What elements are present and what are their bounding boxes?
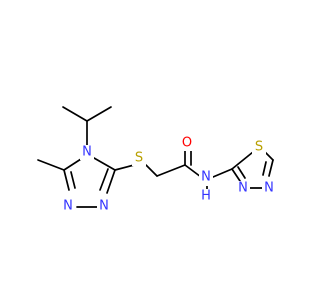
bond-c3-n4 <box>93 157 116 171</box>
bond-c5-n1-double <box>70 171 76 189</box>
molecule-structure-diagram: N N N S O N H S N N <box>37 106 276 214</box>
bond-c5t-n6-double <box>262 161 267 176</box>
bond-c3-s1 <box>114 164 135 171</box>
atom-s2: S <box>255 140 263 155</box>
atom-label-layer: N N N S O N H S N N <box>60 136 276 214</box>
bond-c-n5 <box>184 164 202 178</box>
atom-n5: N <box>201 170 211 185</box>
atom-n1: N <box>63 199 73 214</box>
bond-ipr-ch3-right <box>86 106 112 122</box>
bond-n7-c2-double <box>237 166 246 179</box>
bond-n4-c5 <box>63 158 82 171</box>
atom-n7: N <box>238 181 248 196</box>
bond-s2-c5t <box>264 151 274 161</box>
bond-ipr-ch3-left <box>62 106 88 122</box>
bond-n7-c2 <box>231 168 241 182</box>
bond-s1-ch2 <box>145 164 158 177</box>
bond-c5-methyl <box>37 159 65 171</box>
bond-c5t-n6 <box>268 159 274 177</box>
atom-n6: N <box>264 181 274 196</box>
bond-n5-c2 <box>212 168 233 178</box>
bond-c2-s2 <box>231 151 254 170</box>
atom-o1: O <box>182 136 192 151</box>
atom-n2: N <box>99 199 109 214</box>
bond-c5-n1 <box>63 169 70 191</box>
atom-h5: H <box>201 189 211 204</box>
atom-s1: S <box>135 151 143 166</box>
bond-n2-c3 <box>106 169 116 194</box>
bond-n2-c3-double <box>99 168 109 191</box>
bond-ch2-carbonyl <box>156 164 186 177</box>
atom-n4: N <box>82 145 92 160</box>
bond-layer <box>37 106 274 208</box>
